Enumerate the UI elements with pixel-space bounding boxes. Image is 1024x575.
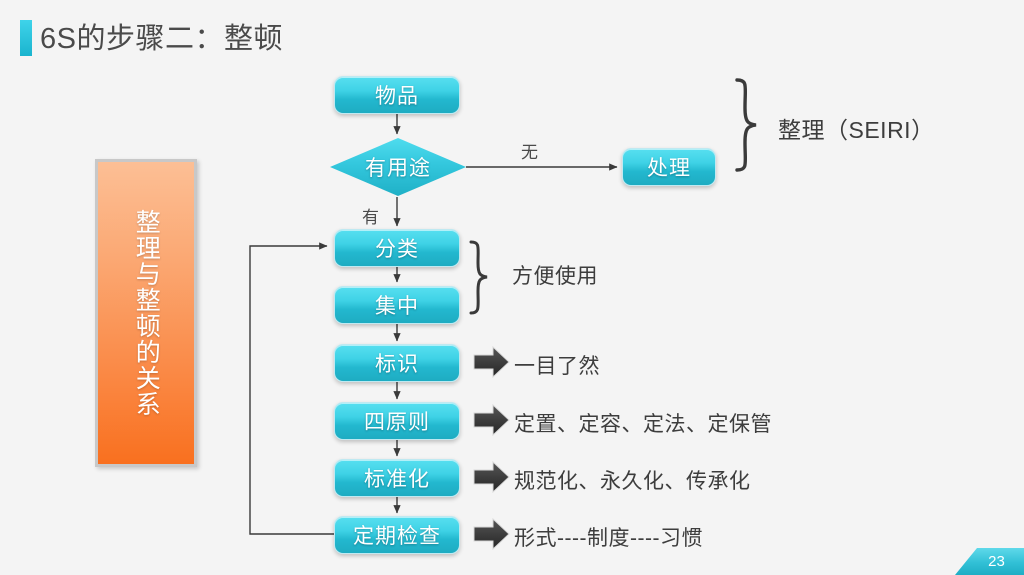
edge-label-yes: 有 [362, 208, 379, 227]
annotation-four-principles-note: 定置、定容、定法、定保管 [514, 413, 772, 436]
side-panel-relationship: 整理与整顿的关系 [95, 159, 197, 467]
flow-node-regular-check-label: 定期检查 [353, 525, 441, 548]
annotation-convenient-use: 方便使用 [512, 265, 598, 288]
side-panel-label: 整理与整顿的关系 [132, 209, 161, 417]
annotation-seiri: 整理（SEIRI） [778, 117, 935, 143]
flow-node-mark[interactable]: 标识 [334, 344, 460, 382]
page-number: 23 [988, 553, 1005, 570]
brace-seiri [735, 78, 757, 172]
page-number-tab: 23 [955, 548, 1024, 575]
brace-convenient-use [469, 240, 488, 315]
flow-node-four-principles[interactable]: 四原则 [334, 402, 460, 440]
flow-node-mark-label: 标识 [375, 353, 419, 376]
annotation-mark-note: 一目了然 [514, 355, 600, 378]
flow-node-classify[interactable]: 分类 [334, 229, 460, 267]
flow-node-regular-check[interactable]: 定期检查 [334, 516, 460, 554]
annotation-standardize-note: 规范化、永久化、传承化 [514, 470, 751, 493]
flow-node-standardize[interactable]: 标准化 [334, 459, 460, 497]
flow-node-item-label: 物品 [375, 85, 419, 108]
title-accent-bar [20, 20, 32, 56]
block-arrow-four-principles [473, 403, 510, 437]
flow-node-dispose-label: 处理 [647, 157, 691, 180]
flow-node-standardize-label: 标准化 [364, 468, 430, 491]
flow-node-four-principles-label: 四原则 [364, 411, 430, 434]
flow-node-gather-label: 集中 [375, 295, 419, 318]
flow-node-item[interactable]: 物品 [334, 76, 460, 114]
edge-label-no: 无 [521, 143, 538, 162]
flow-node-useful-label: 有用途 [365, 157, 431, 180]
block-arrow-standardize [473, 460, 510, 494]
flow-node-dispose[interactable]: 处理 [622, 148, 716, 186]
flow-node-gather[interactable]: 集中 [334, 286, 460, 324]
block-arrow-mark [473, 345, 510, 379]
block-arrow-regular-check [473, 517, 510, 551]
flow-node-classify-label: 分类 [375, 238, 419, 261]
page-title: 6S的步骤二：整顿 [40, 23, 283, 55]
flow-node-useful[interactable]: 有用途 [330, 138, 466, 196]
annotation-regular-check-note: 形式----制度----习惯 [514, 527, 703, 550]
